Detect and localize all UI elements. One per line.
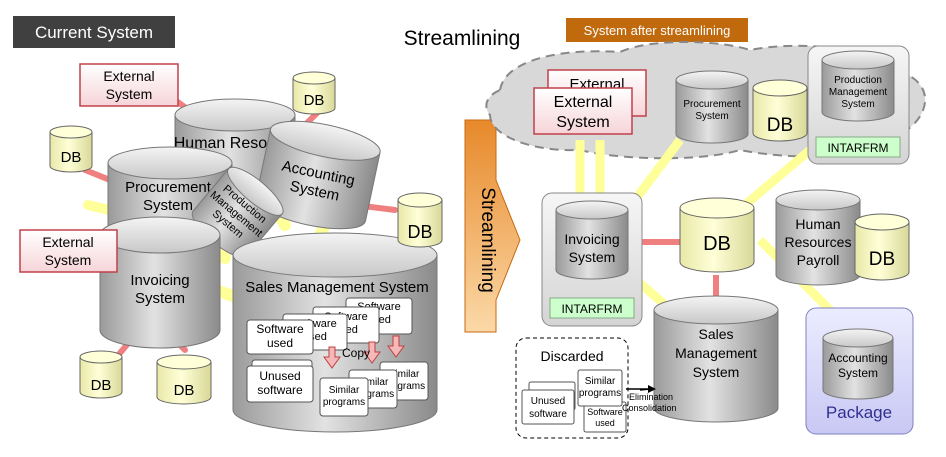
left-db-bottom-2: DB: [156, 354, 212, 405]
svg-text:DB: DB: [61, 149, 82, 166]
svg-text:DB: DB: [91, 377, 112, 394]
streamlining-arrow-label: Streamlining: [477, 187, 498, 293]
svg-text:DB: DB: [174, 382, 195, 399]
current-system-label: Current System: [35, 23, 153, 42]
left-sales-label: Sales Management System: [245, 279, 428, 296]
right-discarded-label: Discarded: [540, 348, 603, 364]
svg-text:DB: DB: [703, 233, 731, 255]
current-system-tag: Current System: [13, 16, 175, 48]
left-db-right: DB: [397, 192, 443, 248]
right-package-label: Package: [826, 403, 892, 422]
left-db-upper-left: DB: [49, 125, 93, 173]
left-accounting-cylinder: AccountingSystem: [255, 120, 381, 230]
svg-text:DB: DB: [304, 92, 325, 109]
right-invoicing-intarfrm: INTARFRM: [561, 302, 622, 316]
left-db-bottom-1: DB: [79, 350, 123, 399]
after-streamlining-label: System after streamlining: [584, 23, 731, 38]
center-title: Streamlining: [404, 27, 521, 50]
right-db-cloud: DB: [752, 79, 808, 142]
left-db-top: DB: [292, 71, 336, 115]
right-db-hr: DB: [854, 213, 910, 281]
after-streamlining-tag: System after streamlining: [566, 18, 748, 42]
svg-text:DB: DB: [767, 115, 793, 136]
left-copy-label: Copy: [342, 346, 370, 360]
streamlining-arrow: Streamlining: [464, 119, 521, 333]
right-production-intarfrm: INTARFRM: [827, 141, 888, 155]
svg-text:DB: DB: [407, 222, 432, 242]
svg-text:DB: DB: [869, 249, 895, 270]
right-db-center: DB: [679, 197, 755, 273]
